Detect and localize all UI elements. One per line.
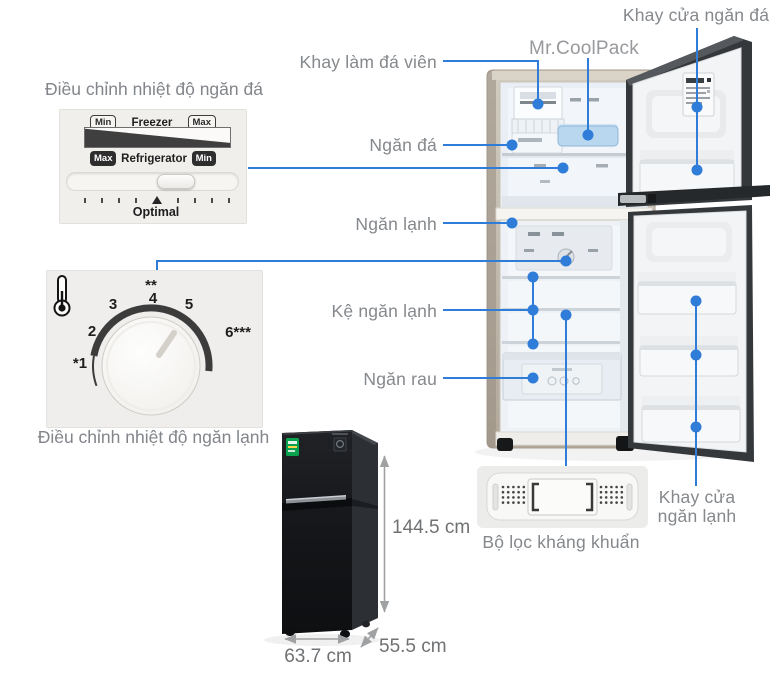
label-mr-coolpack: Mr.CoolPack xyxy=(529,38,639,59)
filter-dot-grid xyxy=(501,485,624,504)
crisper-drawer xyxy=(502,352,622,401)
mini-fridge-photo xyxy=(264,430,380,646)
door-tray-2 xyxy=(639,336,739,377)
thermometer-icon xyxy=(53,275,71,317)
mini-energy-sticker xyxy=(286,438,299,456)
callout-connectors xyxy=(156,28,698,486)
dial-mark-3: 3 xyxy=(109,296,117,313)
refrigerator-min-badge: Min xyxy=(191,151,216,166)
door-tray-3 xyxy=(641,396,741,443)
dial-mark-4: 4 xyxy=(149,290,158,307)
label-ngan-rau: Ngăn rau xyxy=(363,369,437,389)
refrigerator-max-badge: Max xyxy=(90,151,117,166)
connector-fridge-dial xyxy=(156,260,562,272)
dimension-width: 63.7 cm xyxy=(284,646,352,667)
fridge-shelves xyxy=(502,276,620,346)
temp-slider-thumb[interactable] xyxy=(157,174,195,189)
open-fridge-photo xyxy=(475,36,770,462)
label-ngan-da: Ngăn đá xyxy=(369,135,437,155)
label-ngan-lanh: Ngăn lạnh xyxy=(355,214,437,234)
fridge-control-caption: Điều chỉnh nhiệt độ ngăn lạnh xyxy=(37,427,270,447)
callout-dots xyxy=(506,98,703,433)
refrigerator-label: Refrigerator xyxy=(121,152,187,165)
depth-arrow xyxy=(360,627,379,648)
dial-mark-1: *1 xyxy=(73,355,87,372)
freezer-door-open xyxy=(618,36,770,207)
slider-tick-scale xyxy=(84,195,230,204)
label-ke-ngan-lanh: Kệ ngăn lạnh xyxy=(331,301,437,321)
dial-mark-2: 2 xyxy=(88,323,96,340)
dial-mark-6: 6*** xyxy=(225,324,251,341)
fridge-dial-art: ** 4 3 5 2 6*** *1 xyxy=(53,275,251,416)
freezer-label: Freezer xyxy=(131,116,173,129)
dimension-height: 144.5 cm xyxy=(392,517,471,538)
optimal-pointer-icon xyxy=(152,196,162,204)
temp-slider-track[interactable] xyxy=(66,172,239,191)
door-tray-1 xyxy=(637,272,737,315)
dimension-arrows xyxy=(284,455,390,648)
fridge-door-open xyxy=(628,205,754,462)
dimension-depth: 55.5 cm xyxy=(379,636,447,657)
freezer-control-title: Điều chỉnh nhiệt độ ngăn đá xyxy=(45,79,263,99)
dial-mark-snow: ** xyxy=(145,277,157,294)
temp-dial-knob[interactable] xyxy=(101,316,201,416)
label-bo-loc-khang-khuan: Bộ lọc kháng khuẩn xyxy=(482,532,640,552)
connector-khay-lam-da-vien xyxy=(443,60,539,100)
freezer-wedge-gauge xyxy=(84,127,231,148)
label-khay-cua-ngan-da: Khay cửa ngăn đá xyxy=(622,5,770,25)
label-khay-lam-da-vien: Khay làm đá viên xyxy=(299,52,437,72)
inverter-badge xyxy=(332,433,348,452)
fridge-dial-panel: ** 4 3 5 2 6*** *1 xyxy=(46,270,263,428)
label-khay-cua-ngan-lanh: Khay cửa ngăn lạnh xyxy=(657,487,737,526)
optimal-label: Optimal xyxy=(132,205,180,219)
freezer-control-panel: Min Freezer Max Max Refrigerator Min Opt… xyxy=(59,109,247,224)
filter-photo xyxy=(477,466,648,528)
dial-mark-5: 5 xyxy=(185,296,193,313)
